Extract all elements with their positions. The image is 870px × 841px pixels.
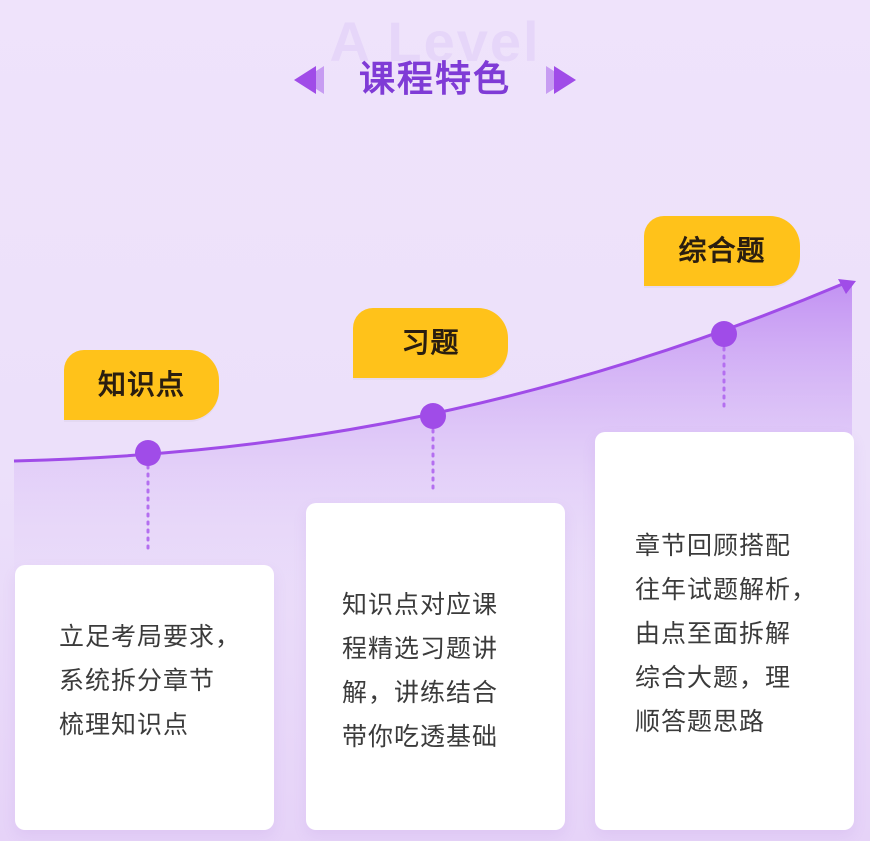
milestone-dot-2 xyxy=(420,403,446,429)
header-watermark: A Level xyxy=(329,10,541,73)
card-description: 立足考局要求， 系统拆分章节 梳理知识点 xyxy=(59,622,242,739)
arrowhead-icon xyxy=(838,279,856,294)
double-chevron-right-icon xyxy=(546,66,576,94)
tag-comprehensive: 综合题 xyxy=(644,216,800,286)
card-description: 章节回顾搭配 往年试题解析， 由点至面拆解 综合大题，理 顺答题思路 xyxy=(635,531,818,736)
milestone-dot-3 xyxy=(711,321,737,347)
curve-line xyxy=(13,281,846,463)
feature-card-knowledge-points: 立足考局要求， 系统拆分章节 梳理知识点 xyxy=(15,565,274,830)
feature-card-exercises: 知识点对应课 程精选习题讲 解，讲练结合 带你吃透基础 xyxy=(306,503,565,830)
feature-card-comprehensive: 章节回顾搭配 往年试题解析， 由点至面拆解 综合大题，理 顺答题思路 xyxy=(595,432,854,830)
header: 课程特色 xyxy=(0,56,870,106)
page-title: 课程特色 xyxy=(358,59,511,100)
milestone-dot-1 xyxy=(135,440,161,466)
tag-knowledge-points: 知识点 xyxy=(64,350,219,420)
double-chevron-left-icon xyxy=(294,66,324,94)
card-description: 知识点对应课 程精选习题讲 解，讲练结合 带你吃透基础 xyxy=(342,590,499,751)
tag-exercises: 习题 xyxy=(353,308,508,378)
